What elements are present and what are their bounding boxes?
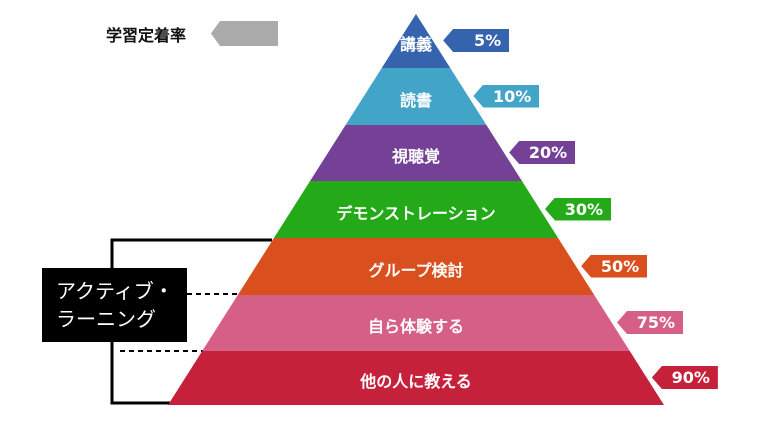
band-label: 視聴覚 xyxy=(391,147,440,166)
legend-arrow-icon xyxy=(211,21,278,46)
band-label: 自ら体験する xyxy=(367,317,464,336)
band-label: 読書 xyxy=(399,90,432,110)
retention-rate-tag: 20% xyxy=(509,141,576,164)
band-label: 他の人に教える xyxy=(360,372,472,391)
retention-rate-tag: 10% xyxy=(473,84,540,108)
retention-rate-tag: 5% xyxy=(443,29,510,52)
pyramid-band xyxy=(381,14,451,68)
active-learning-line-1: アクティブ・ xyxy=(56,279,174,303)
pyramid-band xyxy=(273,181,559,238)
retention-rate-tag: 50% xyxy=(581,254,648,278)
pyramid-band xyxy=(237,238,595,295)
pyramid-band xyxy=(310,125,522,181)
band-label: 講義 xyxy=(399,35,432,54)
active-learning-line-2: ラーニング xyxy=(56,307,156,331)
band-label: デモンストレーション xyxy=(336,203,496,223)
band-label: グループ検討 xyxy=(368,260,464,280)
legend-title: 学習定着率 xyxy=(106,26,187,45)
pyramid-band xyxy=(345,68,487,125)
pyramid-band xyxy=(202,295,630,351)
retention-rate-tag: 30% xyxy=(545,197,611,221)
retention-rate-tag: 75% xyxy=(616,311,683,334)
retention-rate-tag: 90% xyxy=(651,366,718,389)
active-learning-label: アクティブ・ ラーニング xyxy=(42,268,187,342)
pyramid-band xyxy=(168,351,664,405)
